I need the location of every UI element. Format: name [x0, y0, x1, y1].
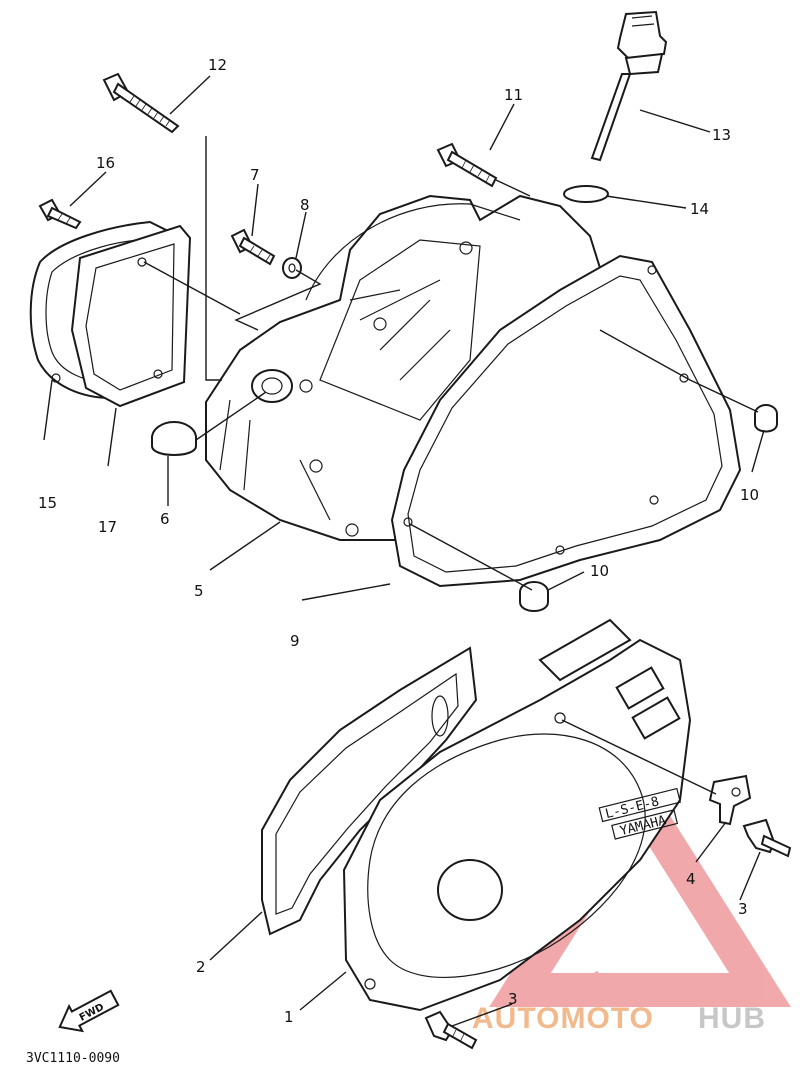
watermark-text-automoto: AUTOMOTO — [472, 1002, 654, 1035]
callout-14: 14 — [690, 200, 709, 218]
callout-2: 2 — [196, 958, 206, 976]
part-12-long-bolt — [102, 72, 180, 134]
part-8-washer — [282, 257, 302, 279]
part-16-bolt — [38, 198, 82, 230]
part-13-dipstick — [590, 10, 668, 162]
callout-6: 6 — [160, 510, 170, 528]
part-3-screw-bottom — [424, 1010, 478, 1050]
callout-4: 4 — [686, 870, 696, 888]
callout-3-bottom: 3 — [508, 990, 518, 1008]
callout-8: 8 — [300, 196, 310, 214]
part-10-dowel-upper — [754, 404, 778, 433]
callout-10-lower: 10 — [590, 562, 609, 580]
part-14-o-ring — [563, 185, 609, 203]
callout-5: 5 — [194, 582, 204, 600]
fwd-arrow-icon: FWD — [58, 989, 120, 1033]
callout-13: 13 — [712, 126, 731, 144]
part-6-plug — [151, 421, 197, 456]
callout-15: 15 — [38, 494, 57, 512]
callout-16: 16 — [96, 154, 115, 172]
callout-labels: 12 11 13 14 16 7 8 15 17 6 5 10 10 9 4 3… — [38, 56, 759, 1026]
callout-10-upper: 10 — [740, 486, 759, 504]
callout-1: 1 — [284, 1008, 294, 1026]
callout-12: 12 — [208, 56, 227, 74]
part-1-crankcase-cover — [342, 618, 692, 1012]
callout-3-right: 3 — [738, 900, 748, 918]
part-7-bolt — [230, 228, 276, 266]
leader-lines — [43, 75, 765, 1027]
part-11-bolt — [436, 142, 498, 188]
callout-11: 11 — [504, 86, 523, 104]
watermark-text-hub: HUB — [698, 1002, 766, 1035]
callout-7: 7 — [250, 166, 260, 184]
diagram-code: 3VC1110-0090 — [26, 1051, 120, 1066]
callout-9: 9 — [290, 632, 300, 650]
callout-17: 17 — [98, 518, 117, 536]
part-4-clip — [708, 774, 752, 826]
part-3-screw-right — [742, 818, 792, 858]
